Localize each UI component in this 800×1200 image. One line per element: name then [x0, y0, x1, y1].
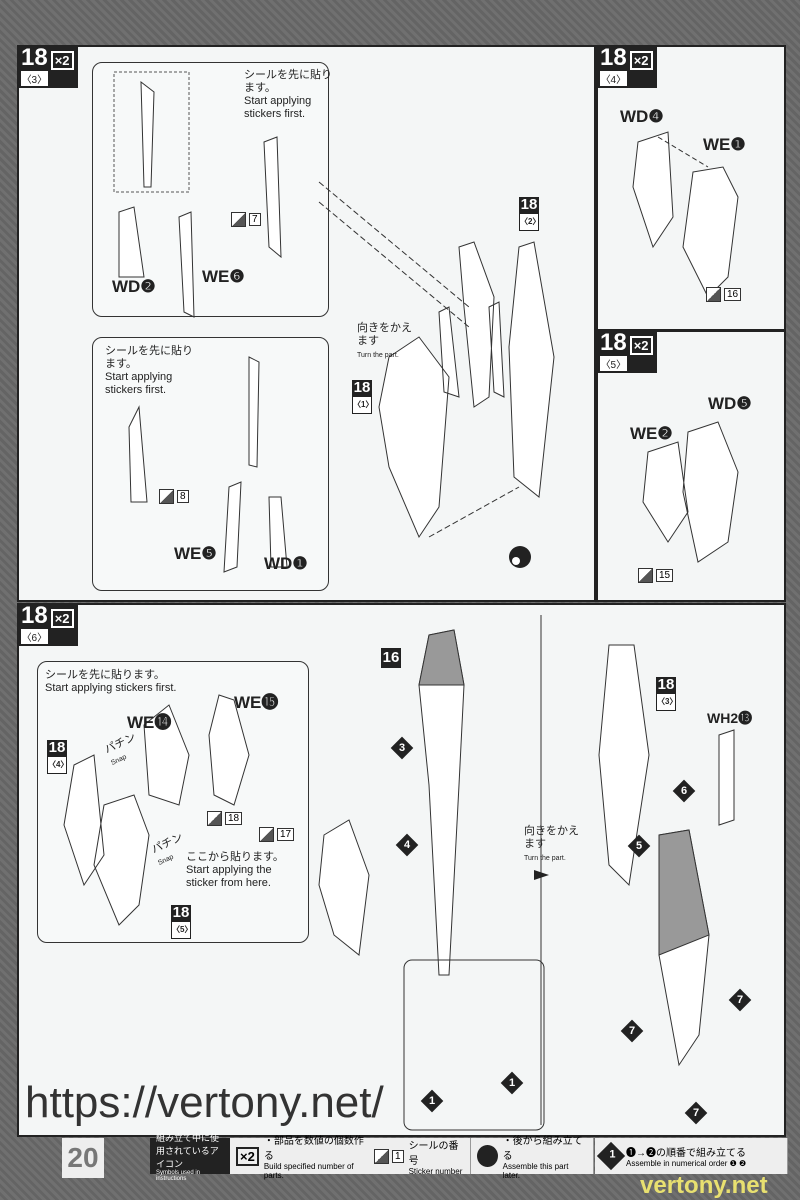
part-label: WE❺ [174, 544, 217, 563]
part-label: WD❷ [112, 277, 156, 296]
part-label: WE⓮ [127, 713, 172, 732]
step-order-marker: 6 [672, 779, 696, 803]
step-order-marker: 1 [500, 1071, 524, 1095]
part-ref: 18〈2〉 [519, 197, 540, 231]
part-ref: 18〈4〉 [47, 740, 68, 774]
part-label: WD❹ [620, 107, 664, 126]
part-illustration [642, 421, 739, 563]
step-order-marker: 7 [684, 1101, 708, 1125]
note-text: シールを先に貼ります。Start applying stickers first… [244, 69, 332, 120]
step-order-marker: 7 [728, 988, 752, 1012]
part-illustration [113, 71, 555, 573]
sticker-start-note: ここから貼ります。Start applying the sticker from… [186, 851, 284, 889]
step-header: 18〈6〉×2 [17, 603, 78, 646]
watermark-url: https://vertony.net/ [25, 1078, 384, 1127]
part-illustration [63, 615, 735, 1131]
part-ref: 18〈1〉 [352, 380, 373, 414]
step-panel-3: 18〈3〉×2 シールを先に貼ります。Start applying sticke… [17, 45, 596, 602]
step-panel-4: 18〈4〉×2 WD❹ WE❶ 16 [596, 45, 786, 331]
watermark-site: vertony.net [640, 1172, 768, 1199]
part-ref: 16 [381, 648, 401, 668]
note-text: シールを先に貼ります。Start applying stickers first… [45, 669, 177, 694]
page-number: 20 [62, 1138, 104, 1178]
part-ref: 18〈3〉 [656, 677, 677, 711]
sticker-icon [231, 212, 246, 227]
step-order-marker: 7 [620, 1019, 644, 1043]
part-ref: 18〈5〉 [171, 905, 192, 939]
step-order-marker: 1 [420, 1089, 444, 1113]
step-header: 18〈5〉×2 [596, 330, 657, 373]
step-sub: 〈3〉 [21, 71, 48, 86]
step-number: 18 [21, 44, 48, 71]
part-label: WD❺ [708, 394, 752, 413]
step-panel-5: 18〈5〉×2 WD❺ WE❷ 15 [596, 330, 786, 602]
sticker-number: 18 [207, 811, 243, 826]
step-header: 18〈4〉×2 [596, 45, 657, 88]
note-text: シールを先に貼ります。Start applying stickers first… [105, 345, 193, 396]
part-label: WE❶ [703, 135, 746, 154]
part-label: WE⓯ [234, 693, 279, 712]
step-order-marker: 5 [627, 834, 651, 858]
part-illustration [632, 131, 739, 298]
sticker-number: 17 [259, 827, 295, 842]
step-order-marker: 3 [390, 736, 414, 760]
sticker-number: 8 [159, 489, 189, 504]
step-order-marker: 4 [395, 833, 419, 857]
part-label: WD❶ [264, 554, 308, 573]
part-label: WH2⓭ [707, 710, 753, 726]
step-panel-6: 18〈6〉×2 シールを先に貼ります。Start applying sticke… [17, 603, 786, 1137]
multiplier-badge: ×2 [50, 51, 74, 70]
step-header: 18〈3〉×2 [17, 45, 78, 88]
part-label: WE❻ [202, 267, 245, 286]
part-label: WE❷ [630, 424, 673, 443]
sticker-number: 7 [231, 212, 261, 227]
sticker-number: 15 [638, 568, 674, 583]
sticker-number: 16 [706, 287, 742, 302]
